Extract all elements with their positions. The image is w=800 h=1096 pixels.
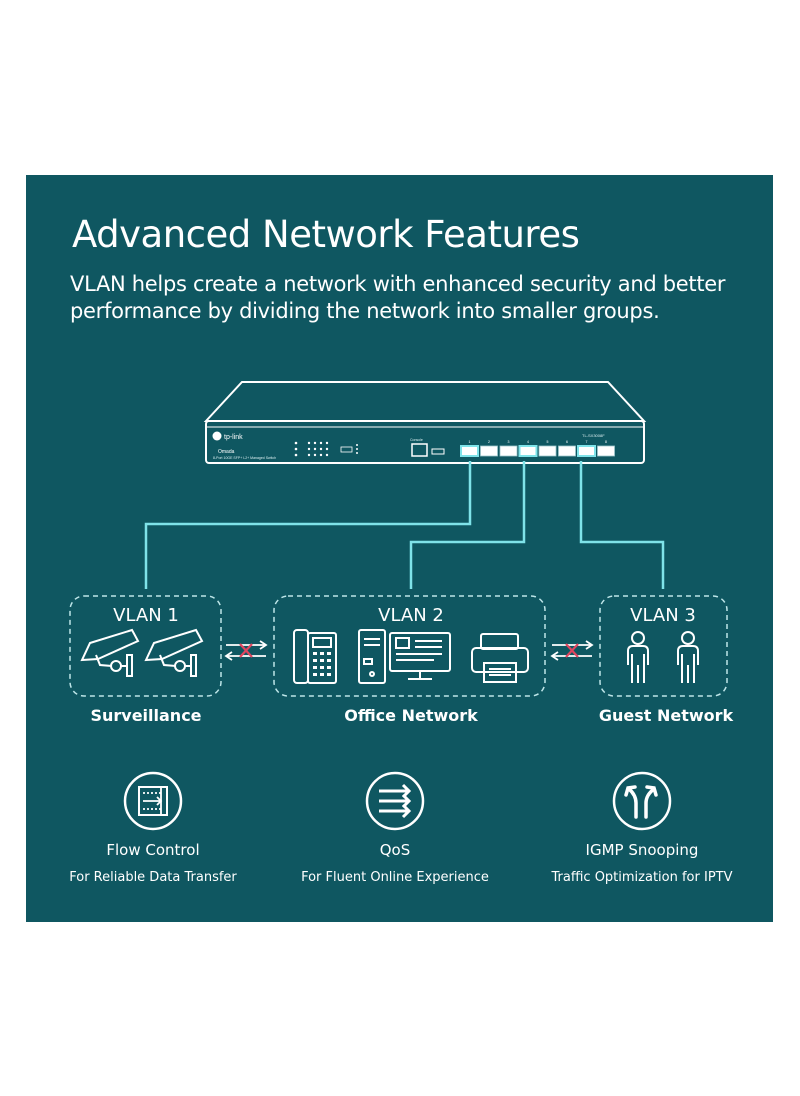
ip-phone-icon xyxy=(293,629,337,684)
feature-panel: Advanced Network Features VLAN helps cre… xyxy=(26,175,773,922)
feature-description: For Fluent Online Experience xyxy=(301,870,489,885)
person-icon xyxy=(627,631,649,683)
sfp-ports xyxy=(460,445,615,457)
switch-brand: tp-link xyxy=(224,434,243,441)
port-number: 6 xyxy=(566,440,568,444)
feature-qos: QoS For Fluent Online Experience xyxy=(295,771,495,885)
vlan-3-box xyxy=(599,595,728,697)
feature-description: Traffic Optimization for IPTV xyxy=(551,870,733,885)
sfp-port xyxy=(577,445,596,457)
port-number: 2 xyxy=(488,440,490,444)
status-leds xyxy=(294,441,358,457)
flow-control-icon xyxy=(123,771,183,831)
feature-igmp-snooping: IGMP Snooping Traffic Optimization for I… xyxy=(542,771,742,885)
page-subtitle: VLAN helps create a network with enhance… xyxy=(70,272,726,323)
switch-device xyxy=(203,381,647,464)
port-number: 8 xyxy=(605,440,607,444)
sfp-port xyxy=(597,445,615,457)
sfp-port xyxy=(499,445,518,457)
port-number: 3 xyxy=(508,440,510,444)
port-number: 5 xyxy=(547,440,549,444)
sfp-port xyxy=(460,445,479,457)
vlan-3-label: VLAN 3 xyxy=(630,605,696,626)
sfp-port xyxy=(518,445,538,457)
page-title: Advanced Network Features xyxy=(72,213,580,256)
vlan-1-label: VLAN 1 xyxy=(113,605,179,626)
feature-name: Flow Control xyxy=(106,841,200,859)
console-port xyxy=(411,443,428,457)
printer-icon xyxy=(471,633,529,683)
block-x-icon xyxy=(239,643,253,658)
isolation-arrows-2-3 xyxy=(550,640,594,661)
feature-name: QoS xyxy=(379,841,411,859)
feature-name: IGMP Snooping xyxy=(585,841,699,859)
switch-model: TL-SX3008F xyxy=(582,433,605,438)
switch-series: Omada xyxy=(218,449,235,455)
feature-description: For Reliable Data Transfer xyxy=(69,870,237,885)
port-number: 7 xyxy=(586,440,588,444)
link-vlan-3 xyxy=(579,461,665,589)
feature-flow-control: Flow Control For Reliable Data Transfer xyxy=(53,771,253,885)
igmp-snooping-icon xyxy=(612,771,672,831)
sfp-port xyxy=(480,445,498,457)
camera-icon xyxy=(144,628,204,677)
port-numbers: 1 2 3 4 5 6 7 8 xyxy=(469,440,608,444)
usb-port xyxy=(431,448,445,455)
network-label-office: Office Network xyxy=(344,706,478,725)
network-label-surveillance: Surveillance xyxy=(90,706,201,725)
monitor-icon xyxy=(389,632,451,680)
port-number: 1 xyxy=(469,440,471,444)
camera-icon xyxy=(80,628,140,677)
vlan-1-box xyxy=(69,595,222,697)
connection-lines xyxy=(144,461,665,589)
person-icon xyxy=(677,631,699,683)
pc-tower-icon xyxy=(358,629,386,684)
isolation-arrows-1-2 xyxy=(224,640,268,661)
vlan-diagram: tp-link Omada 8-Port 10GE SFP+ L2+ Manag… xyxy=(69,381,734,725)
qos-icon xyxy=(365,771,425,831)
console-label: Console xyxy=(410,438,423,442)
network-label-guest: Guest Network xyxy=(599,706,734,725)
switch-logo: tp-link Omada 8-Port 10GE SFP+ L2+ Manag… xyxy=(212,431,605,460)
link-vlan-1 xyxy=(144,461,472,589)
link-vlan-2 xyxy=(409,461,526,589)
sfp-port xyxy=(558,445,576,457)
sfp-port xyxy=(538,445,557,457)
vlan-2-box xyxy=(273,595,546,697)
switch-description: 8-Port 10GE SFP+ L2+ Managed Switch xyxy=(213,456,276,460)
port-number: 4 xyxy=(527,440,529,444)
block-x-icon xyxy=(565,643,579,658)
vlan-2-label: VLAN 2 xyxy=(378,605,444,626)
